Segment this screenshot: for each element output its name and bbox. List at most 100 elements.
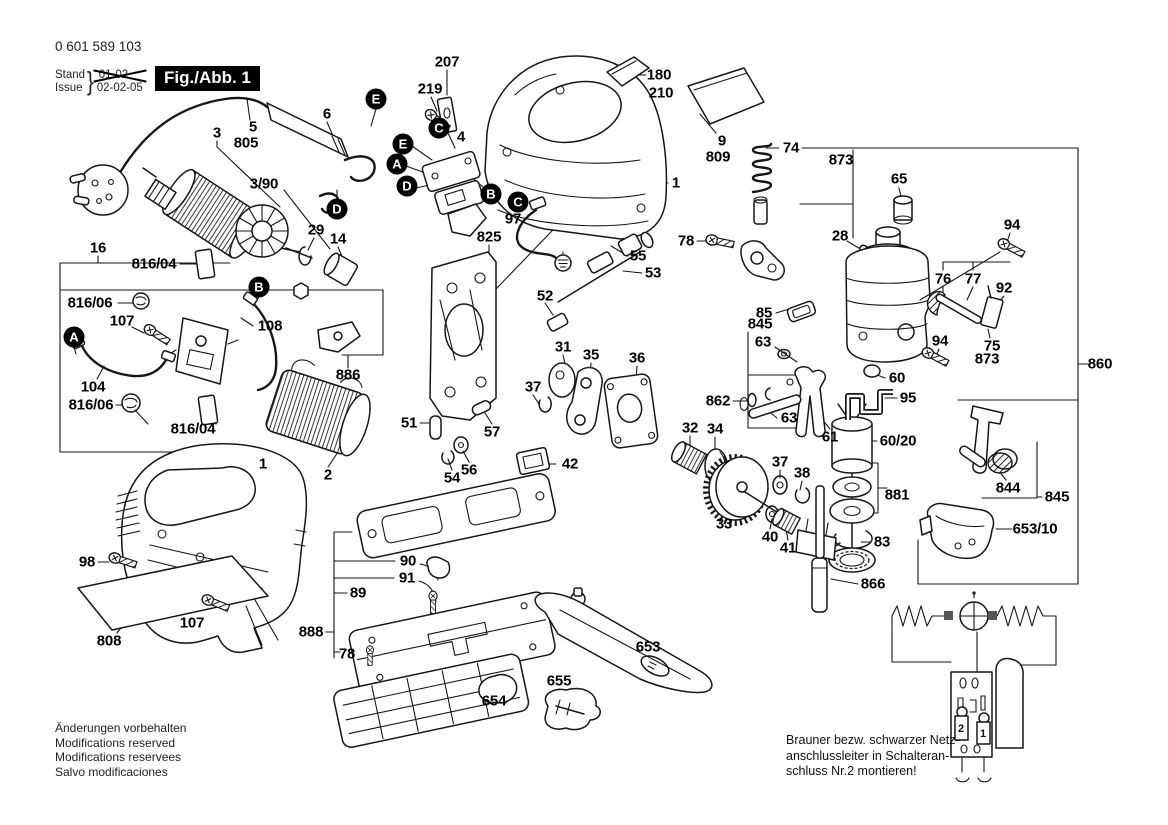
motor-housing-half: [77, 443, 308, 654]
part-label-32: 32: [681, 419, 699, 437]
document-number: 0 601 589 103: [55, 39, 142, 54]
part-label-654: 654: [481, 692, 507, 710]
part-label-34: 34: [706, 420, 724, 438]
wiring-note: Brauner bezw. schwarzer Netz-anschlussle…: [786, 733, 960, 780]
part-label-28: 28: [831, 227, 849, 245]
part-label-51: 51: [400, 414, 418, 432]
counterweight-fork-group: [739, 348, 893, 438]
brush-plate-group: [71, 248, 361, 426]
part-label-77: 77: [964, 270, 982, 288]
lifter-plates-group: [548, 362, 728, 484]
part-label-57: 57: [483, 423, 501, 441]
part-label-1: 1: [258, 455, 268, 473]
callout-letter-D: D: [396, 175, 418, 197]
gear-housing-cover: [484, 55, 765, 240]
callout-letter-C: C: [507, 191, 529, 213]
part-label-78: 78: [338, 645, 356, 663]
part-label-825: 825: [476, 228, 502, 246]
part-label-92: 92: [995, 279, 1013, 297]
rip-fence-group: [534, 587, 713, 731]
part-label-41: 41: [779, 539, 797, 557]
part-label-91: 91: [398, 569, 416, 587]
part-label-845: 845: [747, 315, 773, 333]
part-label-5: 5: [248, 118, 258, 136]
part-label-29: 29: [307, 221, 325, 239]
part-label-53: 53: [644, 264, 662, 282]
part-label-816-06: 816/06: [68, 396, 114, 414]
field-stator: [265, 359, 371, 457]
part-label-210: 210: [648, 84, 674, 102]
issue-date: 02-02-05: [96, 81, 143, 94]
figure-label: Fig./Abb. 1: [155, 66, 260, 91]
part-label-54: 54: [443, 469, 461, 487]
part-label-9: 9: [717, 132, 727, 150]
part-label-180: 180: [646, 66, 672, 84]
part-label-108: 108: [257, 317, 283, 335]
terminal-2-label: 2: [957, 723, 965, 735]
part-label-74: 74: [782, 139, 800, 157]
gear-plate-group: [429, 251, 552, 476]
callout-letter-E: E: [365, 88, 387, 110]
revision-block: Stand Issue } 01-02 02-02-05: [55, 66, 143, 97]
callout-letter-C: C: [428, 117, 450, 139]
part-label-35: 35: [582, 346, 600, 364]
part-label-881: 881: [884, 486, 910, 504]
part-label-809: 809: [705, 148, 731, 166]
part-label-653-10: 653/10: [1012, 520, 1058, 538]
part-label-36: 36: [628, 349, 646, 367]
part-label-98: 98: [78, 553, 96, 571]
part-label-873: 873: [828, 151, 854, 169]
armature-assembly: [142, 167, 359, 287]
part-label-107: 107: [179, 614, 205, 632]
part-label-207: 207: [434, 53, 460, 71]
part-label-873: 873: [974, 350, 1000, 368]
part-label-3: 3: [212, 124, 222, 142]
wiring-schematic: [891, 591, 1057, 783]
part-label-655: 655: [546, 672, 572, 690]
issue-label: Issue: [55, 81, 83, 94]
notice-line: Salvo modificaciones: [55, 764, 168, 779]
part-label-61: 61: [821, 428, 839, 446]
part-label-1: 1: [671, 174, 681, 192]
part-label-808: 808: [96, 632, 122, 650]
part-label-78: 78: [677, 232, 695, 250]
callout-letter-E: E: [392, 133, 414, 155]
part-label-55: 55: [629, 247, 647, 265]
notice-line: anschlussleiter in Schalteran-: [786, 748, 950, 763]
part-label-816-04: 816/04: [170, 420, 216, 438]
callout-letter-B: B: [480, 183, 502, 205]
part-label-85: 85: [755, 304, 773, 322]
part-label-63: 63: [754, 333, 772, 351]
part-label-37: 37: [771, 453, 789, 471]
part-label-862: 862: [705, 392, 731, 410]
part-label-104: 104: [80, 378, 106, 396]
part-label-40: 40: [761, 528, 779, 546]
part-label-76: 76: [934, 270, 952, 288]
notice-line: schluss Nr.2 montieren!: [786, 764, 917, 778]
part-label-816-04: 816/04: [131, 255, 177, 273]
part-label-95: 95: [899, 389, 917, 407]
part-label-107: 107: [109, 312, 135, 330]
part-label-816-06: 816/06: [67, 294, 113, 312]
part-label-844: 844: [995, 479, 1021, 497]
gear-train-group: [703, 454, 811, 536]
part-label-860: 860: [1087, 355, 1113, 373]
part-label-845: 845: [1044, 488, 1070, 506]
part-label-83: 83: [873, 533, 891, 551]
part-label-56: 56: [460, 461, 478, 479]
callout-letter-B: B: [248, 276, 270, 298]
part-label-75: 75: [983, 337, 1001, 355]
part-label-4: 4: [456, 128, 466, 146]
switch-plate-group: [421, 96, 487, 237]
part-label-94: 94: [1003, 216, 1021, 234]
part-label-97: 97: [504, 210, 522, 228]
part-label-886: 886: [335, 366, 361, 384]
part-label-653: 653: [635, 638, 661, 656]
part-label-63: 63: [780, 409, 798, 427]
part-label-33: 33: [715, 515, 733, 533]
stand-label: Stand: [55, 68, 86, 81]
part-label-65: 65: [890, 170, 908, 188]
